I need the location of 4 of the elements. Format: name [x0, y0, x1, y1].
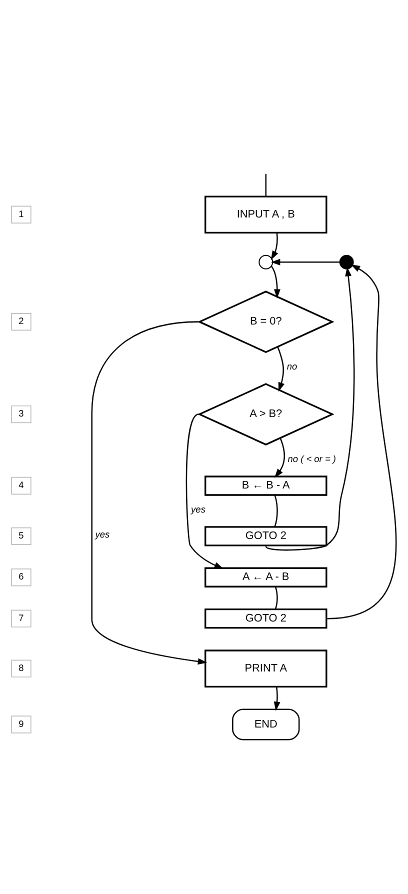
edge-label: yes [95, 529, 110, 540]
edge-label: no ( < or = ) [288, 454, 336, 464]
edge-label: yes [191, 504, 206, 514]
edge-label: no [286, 361, 298, 372]
